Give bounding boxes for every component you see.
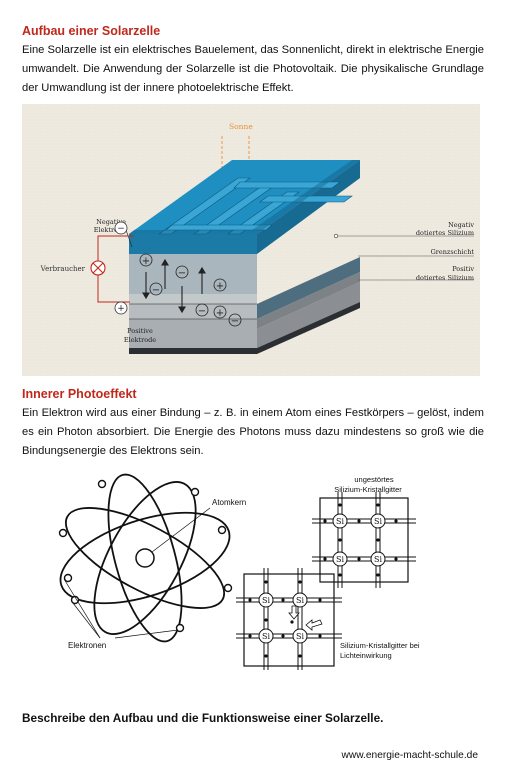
svg-text:+: + (117, 304, 125, 314)
svg-text:−: − (198, 306, 206, 317)
lattice-bottom-label-1: Silizium-Kristallgitter bei (340, 641, 420, 650)
nucleus-icon (135, 548, 155, 568)
si-atom: Si (374, 517, 382, 526)
n-silicon-label-1: Negativ (448, 221, 474, 229)
positive-electrode-label-1: Positive (127, 327, 153, 335)
solar-cell-diagram: Sonne + − + − − + − (22, 104, 480, 376)
si-atom: Si (374, 555, 382, 564)
svg-text:−: − (152, 285, 160, 296)
lattice-top-label-2: Silizium-Kristallgitter (334, 485, 402, 494)
si-atom: Si (262, 632, 270, 641)
svg-text:−: − (117, 224, 125, 234)
section-heading-photoeffect: Innerer Photoeffekt (22, 387, 137, 401)
n-silicon-label-2: dotiertes Silizium (416, 229, 474, 237)
atom-lattice-diagram: Atomkern Elektronen ungestörtes Silizium… (40, 470, 480, 680)
lattice-bottom-label-2: Lichteinwirkung (340, 651, 392, 660)
svg-text:−: − (178, 268, 186, 279)
lattice-top-label-1: ungestörtes (354, 475, 393, 484)
si-atom: Si (296, 632, 304, 641)
negative-electrode-label-1: Negative (96, 218, 126, 226)
task-instruction: Beschreibe den Aufbau und die Funktionsw… (22, 711, 384, 725)
si-atom: Si (296, 596, 304, 605)
negative-electrode-label-2: Elektrode (94, 226, 126, 234)
p-silicon-label-1: Positiv (452, 265, 474, 273)
si-atom: Si (262, 596, 270, 605)
photoeffect-paragraph: Ein Elektron wird aus einer Bindung – z.… (22, 407, 484, 457)
positive-electrode-label-2: Elektrode (124, 336, 156, 344)
svg-text:+: + (216, 308, 224, 319)
svg-text:+: + (216, 281, 224, 292)
si-atom: Si (336, 555, 344, 564)
photon-arrow-icon (288, 605, 323, 631)
section-heading-solar-cell: Aufbau einer Solarzelle (22, 24, 161, 38)
svg-text:−: − (231, 316, 239, 327)
footer-url[interactable]: www.energie-macht-schule.de (341, 750, 478, 761)
p-silicon-label-2: dotiertes Silizium (416, 274, 474, 282)
si-atom: Si (336, 517, 344, 526)
minus-terminal-icon (114, 221, 128, 235)
consumer-label: Verbraucher (40, 265, 86, 273)
electrons-label: Elektronen (68, 641, 106, 650)
illuminated-lattice: Si Si Si Si (236, 568, 342, 670)
svg-text:+: + (142, 256, 150, 267)
undisturbed-lattice: Si Si Si Si (312, 492, 416, 588)
plus-terminal-icon (114, 301, 128, 315)
sun-label: Sonne (229, 122, 253, 131)
nucleus-label: Atomkern (212, 498, 246, 507)
junction-label: Grenzschicht (431, 248, 475, 256)
solar-cell-paragraph: Eine Solarzelle ist ein elektrisches Bau… (22, 44, 484, 94)
